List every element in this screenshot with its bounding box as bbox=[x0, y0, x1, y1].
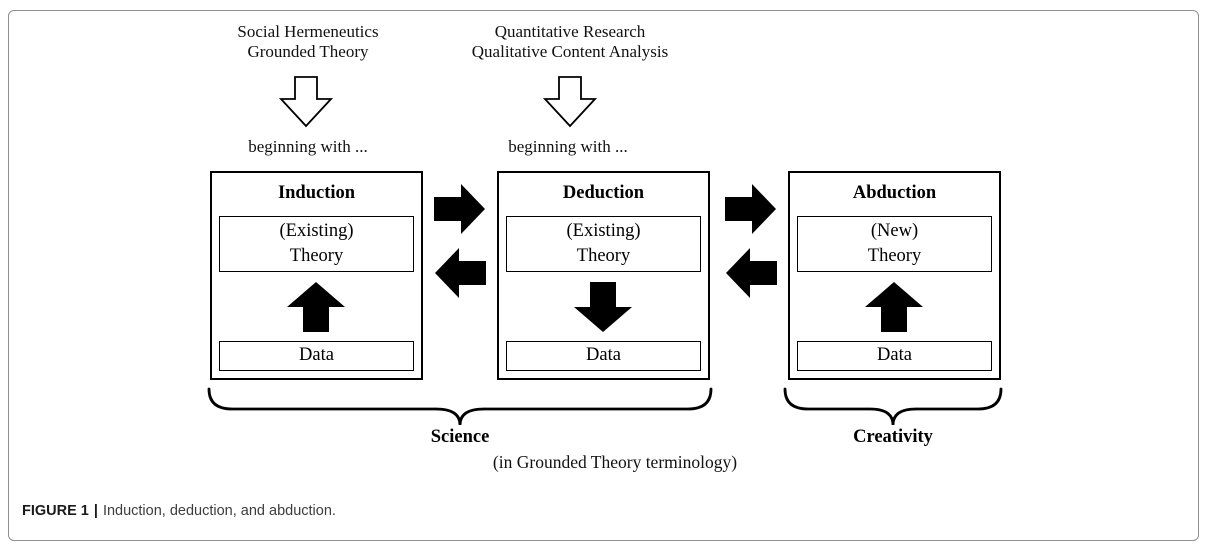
box-title: Induction bbox=[277, 183, 356, 203]
flow-right-arrow-icon bbox=[434, 184, 485, 234]
data-box: Data bbox=[219, 341, 414, 371]
data-label: Data bbox=[299, 345, 334, 365]
annotation-methods-right: Quantitative Research Qualitative Conten… bbox=[420, 22, 720, 62]
theory-line: Theory bbox=[289, 246, 344, 266]
data-label: Data bbox=[877, 345, 912, 365]
theory-line: (Existing) bbox=[566, 221, 641, 241]
box-title: Deduction bbox=[562, 183, 645, 203]
flow-left-arrow-icon bbox=[435, 248, 486, 298]
induction-box: Induction (Existing) Theory Data bbox=[210, 171, 423, 380]
box-title: Abduction bbox=[852, 183, 937, 203]
figure-caption-separator: | bbox=[93, 503, 98, 519]
theory-line: Theory bbox=[867, 246, 922, 266]
hollow-down-arrow-icon bbox=[542, 76, 598, 128]
annotation-line: Social Hermeneutics bbox=[237, 22, 379, 41]
figure-caption: FIGURE 1|Induction, deduction, and abduc… bbox=[22, 503, 336, 519]
annotation-line: Qualitative Content Analysis bbox=[471, 42, 669, 61]
annotation-line: Grounded Theory bbox=[247, 42, 369, 61]
beginning-with-label: beginning with ... bbox=[508, 137, 628, 156]
flow-left-arrow-icon bbox=[726, 248, 777, 298]
abduction-box: Abduction (New) Theory Data bbox=[788, 171, 1001, 380]
theory-box: (Existing) Theory bbox=[506, 216, 701, 272]
flow-right-arrow-icon bbox=[725, 184, 776, 234]
up-arrow-icon bbox=[865, 282, 923, 332]
theory-line: (Existing) bbox=[279, 221, 354, 241]
figure-caption-tag: FIGURE 1 bbox=[22, 503, 89, 519]
theory-box: (Existing) Theory bbox=[219, 216, 414, 272]
figure-caption-text: Induction, deduction, and abduction. bbox=[102, 503, 336, 519]
beginning-with-label: beginning with ... bbox=[248, 137, 368, 156]
data-box: Data bbox=[506, 341, 701, 371]
up-arrow-icon bbox=[287, 282, 345, 332]
data-label: Data bbox=[586, 345, 621, 365]
deduction-box: Deduction (Existing) Theory Data bbox=[497, 171, 710, 380]
theory-line: Theory bbox=[576, 246, 631, 266]
annotation-methods-left: Social Hermeneutics Grounded Theory bbox=[158, 22, 458, 62]
science-sublabel: (in Grounded Theory terminology) bbox=[492, 452, 738, 472]
down-arrow-icon bbox=[574, 282, 632, 332]
theory-box: (New) Theory bbox=[797, 216, 992, 272]
science-brace-icon bbox=[207, 387, 713, 426]
theory-line: (New) bbox=[870, 221, 919, 241]
science-label: Science bbox=[430, 427, 490, 447]
data-box: Data bbox=[797, 341, 992, 371]
creativity-brace-icon bbox=[783, 387, 1003, 426]
annotation-line: Quantitative Research bbox=[494, 22, 646, 41]
hollow-down-arrow-icon bbox=[278, 76, 334, 128]
creativity-label: Creativity bbox=[853, 427, 933, 447]
